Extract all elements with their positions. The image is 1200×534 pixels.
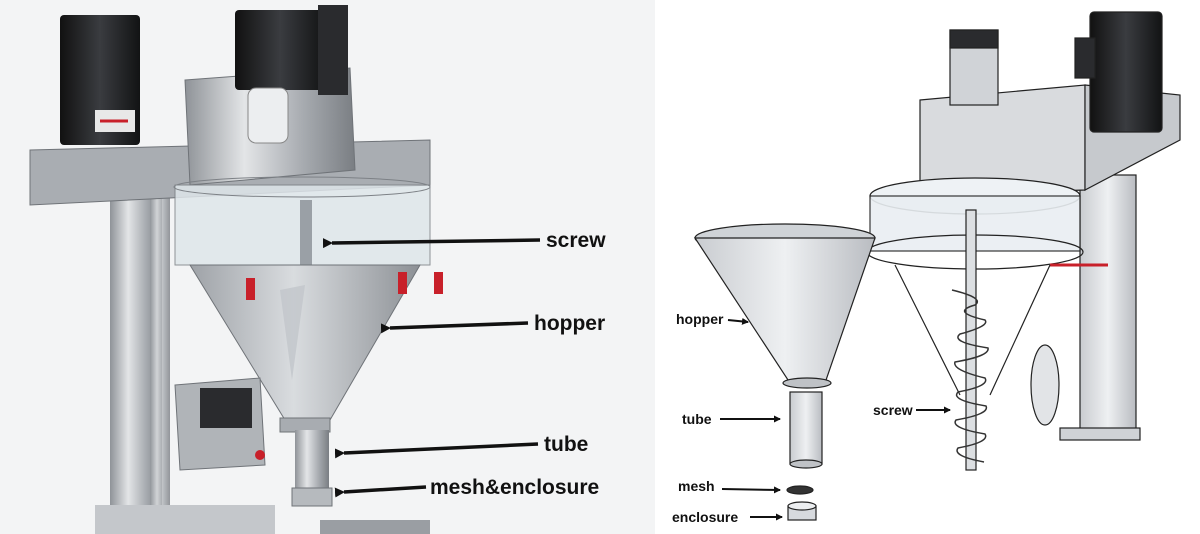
- drawing-label-enclosure: enclosure: [672, 509, 738, 525]
- drawing-tube: [789, 391, 823, 465]
- drawing-motor-right: [1089, 11, 1163, 133]
- drawing-callouts: hopper tube screw mesh enclosure: [672, 311, 951, 525]
- photo-agitator-cap: [247, 87, 289, 144]
- drawing-panel: [693, 11, 1181, 521]
- photo-callouts: screw hopper tube mesh&enclosure: [322, 229, 606, 499]
- drawing-label-screw: screw: [873, 402, 913, 418]
- photo-valve: [398, 272, 407, 294]
- photo-label-hopper: hopper: [534, 312, 605, 335]
- drawing-label-mesh: mesh: [678, 478, 715, 494]
- photo-label-screw: screw: [546, 229, 606, 252]
- drawing-screw-shaft: [965, 209, 977, 471]
- drawing-arrow-mesh: [721, 486, 781, 494]
- drawing-arrow-hopper: [727, 317, 749, 325]
- photo-arrow-hopper: [380, 321, 529, 334]
- photo-valve: [246, 278, 255, 300]
- photo-touchscreen: [200, 388, 252, 428]
- photo-arrow-screw: [322, 238, 541, 249]
- photo-enclosure: [291, 487, 333, 507]
- photo-arrow-tube: [334, 442, 539, 459]
- drawing-label-hopper: hopper: [676, 311, 724, 327]
- drawing-mesh: [786, 485, 814, 495]
- photo-valve: [434, 272, 443, 294]
- drawing-label-tube: tube: [682, 411, 712, 427]
- photo-arrow-mesh-enclosure: [334, 485, 427, 498]
- photo-label-tube: tube: [544, 433, 588, 456]
- photo-motor-top: [235, 10, 325, 90]
- photo-base: [95, 505, 275, 534]
- drawing-screw-flight: [951, 289, 989, 463]
- photo-label-mesh-enclosure: mesh&enclosure: [430, 476, 599, 499]
- drawing-column: [1079, 174, 1137, 436]
- drawing-handwheel: [1030, 344, 1060, 426]
- photo-panel: [0, 0, 655, 534]
